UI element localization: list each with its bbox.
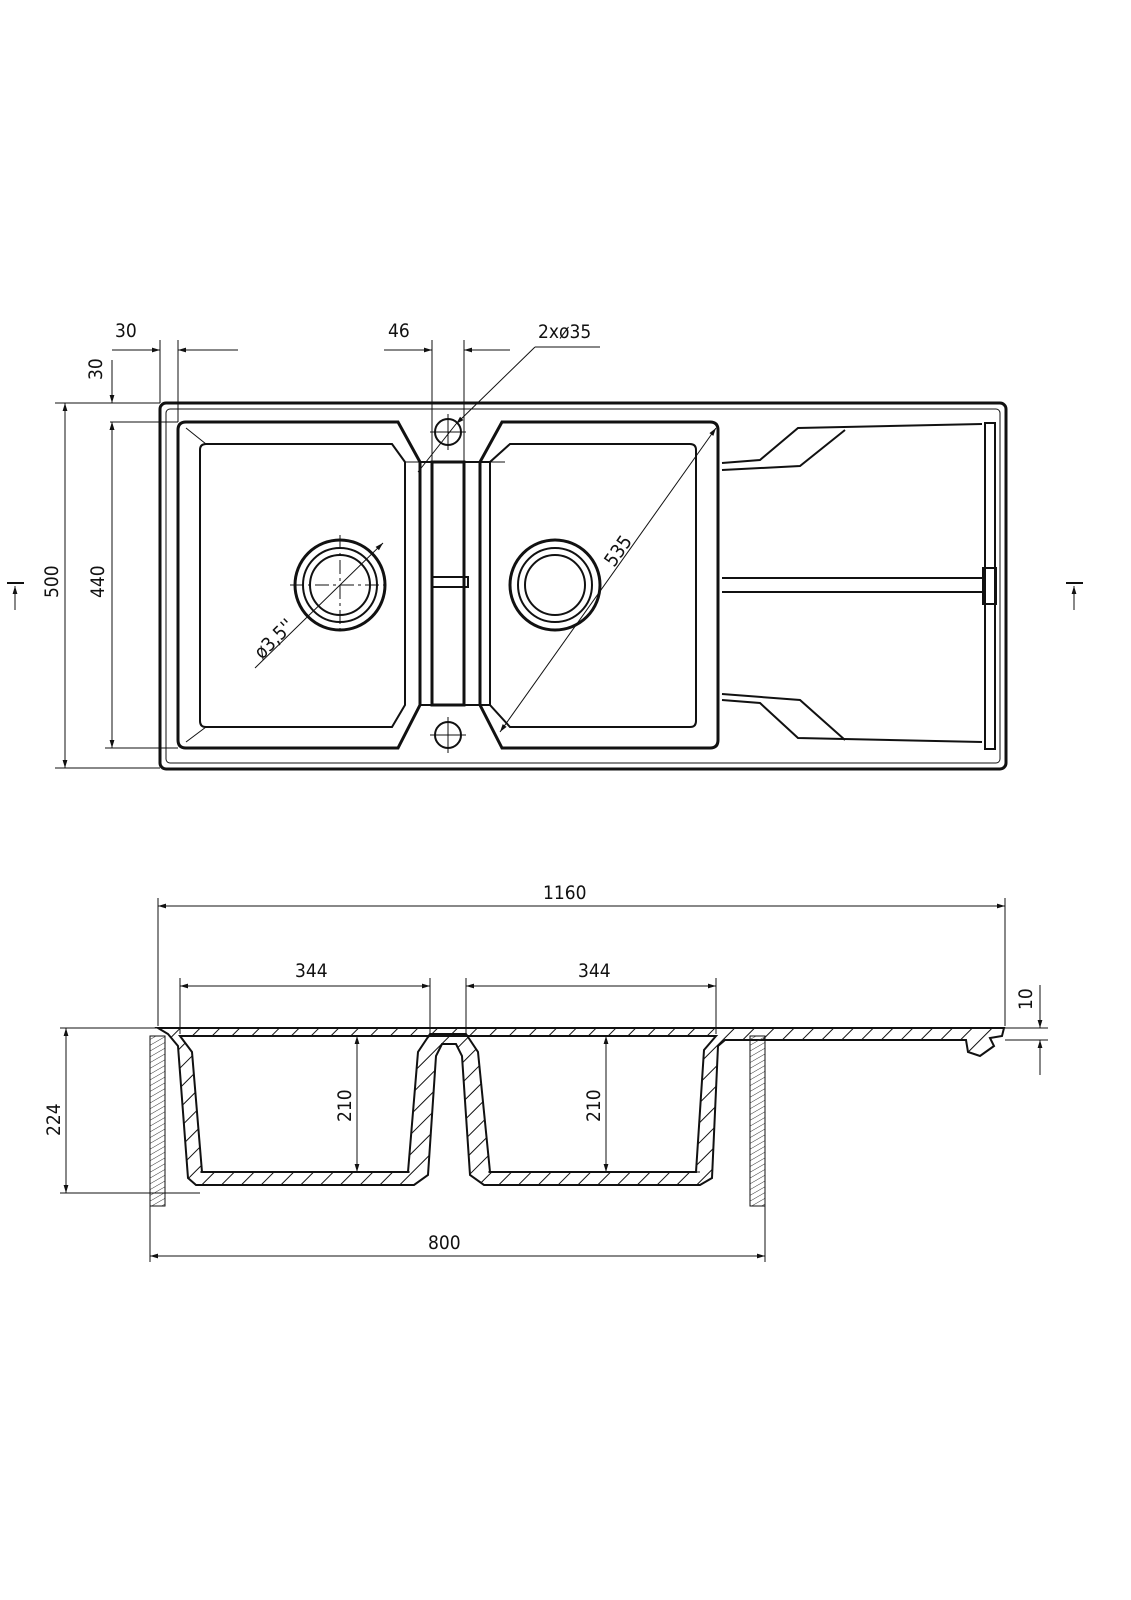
right-drain <box>508 538 602 632</box>
sink-outline <box>158 401 1008 771</box>
dim-center-strip: 46 <box>388 320 410 342</box>
top-dimensions: 30 30 46 2xø35 500 440 ø3,5'' 535 <box>41 320 717 769</box>
dim-total-height: 224 <box>43 1103 65 1136</box>
dim-diagonal: 535 <box>600 532 637 571</box>
dim-bowl-right-width: 344 <box>578 960 611 982</box>
dim-bowl-right-depth: 210 <box>583 1089 605 1122</box>
dim-rim-thickness: 10 <box>1015 988 1037 1010</box>
drainboard <box>721 422 997 750</box>
dim-cabinet: 800 <box>428 1232 461 1254</box>
left-bowl <box>176 420 422 750</box>
tap-holes <box>430 414 466 753</box>
dim-total-depth: 500 <box>41 565 63 598</box>
dim-rim-y: 30 <box>85 358 107 380</box>
dim-drain: ø3,5'' <box>250 615 299 664</box>
dim-bowl-depth: 440 <box>87 565 109 598</box>
dim-rim-x: 30 <box>115 320 137 342</box>
dim-tap-holes: 2xø35 <box>538 321 591 343</box>
side-view: 1160 344 344 10 224 210 210 800 <box>43 882 1048 1262</box>
right-bowl <box>478 420 720 750</box>
cabinet-wall-right <box>749 1035 766 1207</box>
section-marker-left <box>7 582 24 610</box>
section-marker-right <box>1066 582 1083 610</box>
cabinet-wall-left <box>149 1035 166 1207</box>
dim-bowl-left-width: 344 <box>295 960 328 982</box>
side-dimensions: 1160 344 344 10 224 210 210 800 <box>43 882 1048 1262</box>
top-view: 30 30 46 2xø35 500 440 ø3,5'' 535 <box>7 320 1083 771</box>
dim-total-width: 1160 <box>543 882 587 904</box>
dim-bowl-left-depth: 210 <box>334 1089 356 1122</box>
